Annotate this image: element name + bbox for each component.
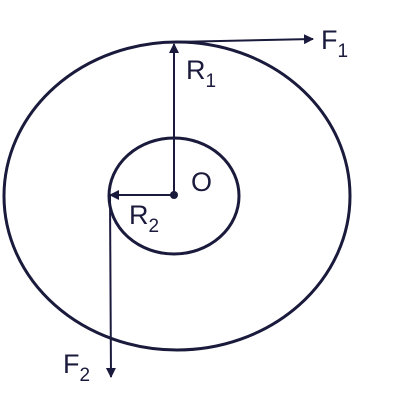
center-label: O [191,167,212,197]
r2-label-base: R [129,200,149,230]
f1-label: F1 [321,25,348,62]
r1-label-base: R [186,55,206,85]
f2-label-base: F [63,349,80,379]
center-point [170,191,178,199]
force-f1-arrow [173,34,314,45]
r2-label: R2 [129,200,159,237]
f1-label-base: F [321,25,338,55]
f1-label-sub: 1 [338,41,349,62]
r2-label-sub: 2 [149,216,160,237]
r1-label: R1 [186,55,216,92]
f2-label: F2 [63,349,90,386]
r1-label-sub: 1 [206,71,217,92]
force-f2-arrow [105,195,116,378]
f2-label-sub: 2 [80,365,91,386]
